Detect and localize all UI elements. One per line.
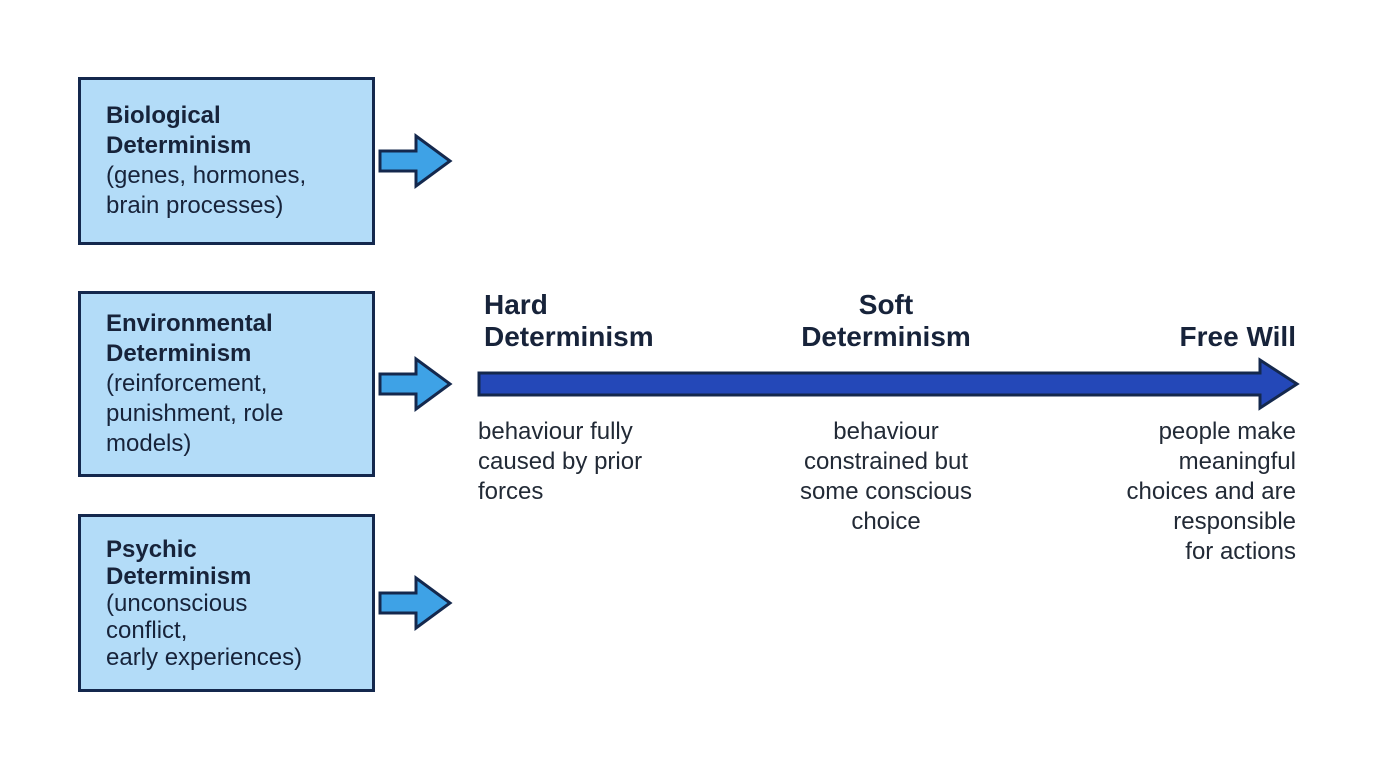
- psychic-determinism-detail: (unconscious conflict, early experiences…: [106, 589, 303, 671]
- biological-determinism-detail: (genes, hormones, brain processes): [106, 162, 307, 219]
- free-will-description: people make meaningful choices and are r…: [1126, 418, 1296, 565]
- psychic-determinism-box: Psychic Determinism (unconscious conflic…: [78, 514, 375, 692]
- biological-determinism-box: Biological Determinism (genes, hormones,…: [78, 77, 375, 245]
- free-will-label: Free Will: [1179, 321, 1296, 352]
- psychic-determinism-title: Psychic Determinism: [106, 535, 252, 590]
- hard-determinism-label: Hard Determinism: [484, 289, 654, 352]
- biological-arrow-icon: [378, 133, 453, 189]
- environmental-determinism-detail: (reinforcement, punishment, role models): [106, 370, 284, 457]
- psychic-arrow-icon: [378, 575, 453, 631]
- soft-determinism-label: Soft Determinism: [801, 289, 971, 352]
- soft-determinism-description: behaviour constrained but some conscious…: [799, 418, 973, 535]
- environmental-arrow-icon: [378, 356, 453, 412]
- environmental-determinism-box: Environmental Determinism (reinforcement…: [78, 291, 375, 477]
- biological-determinism-title: Biological Determinism: [106, 102, 252, 159]
- spectrum-arrow-icon: [477, 357, 1300, 411]
- environmental-determinism-title: Environmental Determinism: [106, 310, 273, 367]
- hard-determinism-description: behaviour fully caused by prior forces: [478, 418, 643, 505]
